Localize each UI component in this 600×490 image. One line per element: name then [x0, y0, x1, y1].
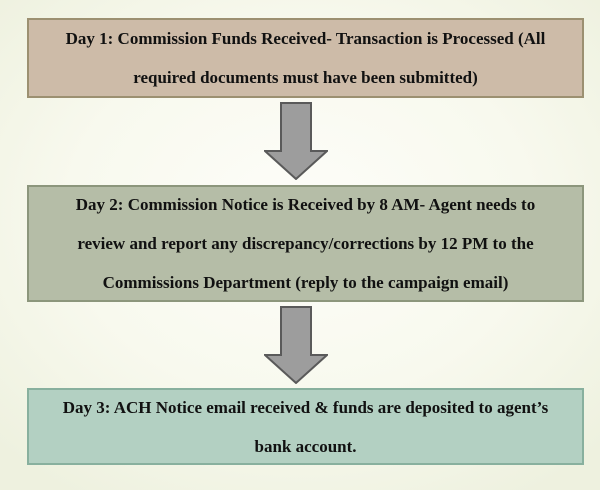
flow-box-day1-line-1: Day 1: Commission Funds Received- Transa… — [65, 29, 546, 48]
down-arrow-icon — [264, 102, 328, 180]
flow-box-day2-line-3: Commissions Department (reply to the cam… — [102, 273, 509, 292]
flow-box-day1: Day 1: Commission Funds Received- Transa… — [27, 18, 584, 98]
flow-box-day1-line-2: required documents must have been submit… — [133, 68, 478, 87]
flow-box-day3-line-1: Day 3: ACH Notice email received & funds… — [62, 397, 549, 417]
down-arrow-shape — [264, 102, 328, 180]
flow-box-day2-line-1: Day 2: Commission Notice is Received by … — [75, 195, 536, 214]
down-arrow-icon — [264, 306, 328, 384]
flow-box-day3-line-2: bank account. — [254, 436, 357, 456]
down-arrow-shape — [264, 306, 328, 384]
flow-box-day2: Day 2: Commission Notice is Received by … — [27, 185, 584, 302]
flow-box-day3: Day 3: ACH Notice email received & funds… — [27, 388, 584, 465]
flow-box-day2-line-2: review and report any discrepancy/correc… — [77, 234, 534, 253]
